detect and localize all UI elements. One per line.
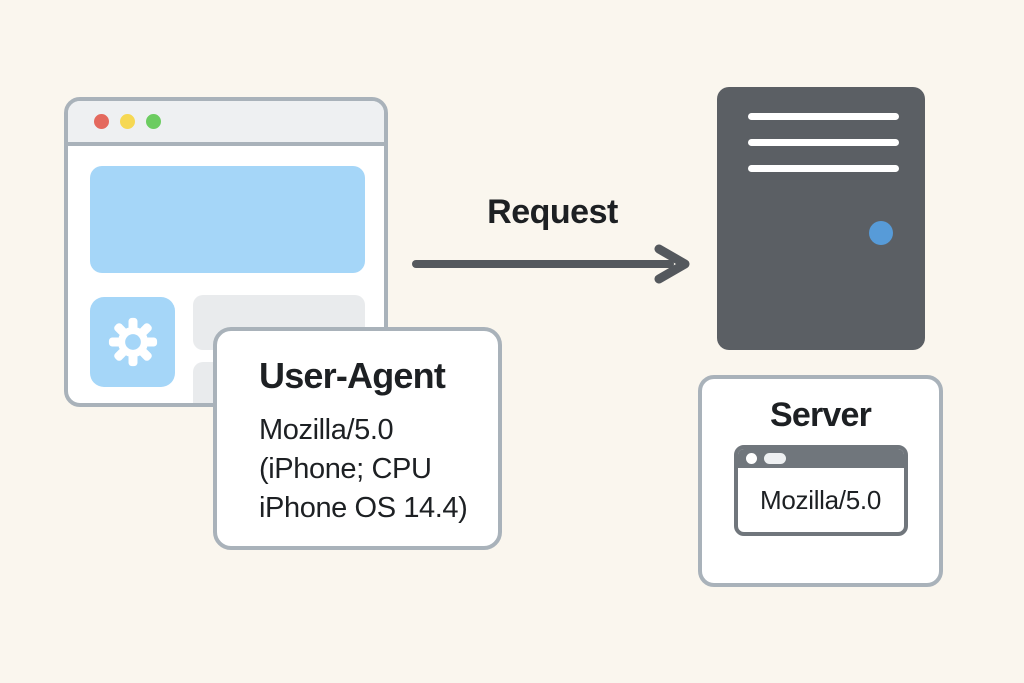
- request-flow: Request: [410, 190, 695, 286]
- traffic-light-green-icon: [146, 114, 161, 129]
- traffic-light-red-icon: [94, 114, 109, 129]
- server-tower-icon: [717, 87, 925, 350]
- server-card: Server Mozilla/5.0: [698, 375, 943, 587]
- user-agent-card-title: User-Agent: [259, 355, 446, 396]
- stored-user-agent-window: Mozilla/5.0: [733, 445, 908, 536]
- hero-banner-placeholder: [90, 166, 365, 273]
- mini-window-pill-icon: [763, 453, 786, 464]
- settings-tile: [90, 297, 175, 387]
- stored-user-agent-value: Mozilla/5.0: [760, 484, 881, 515]
- request-label: Request: [487, 193, 618, 231]
- mini-window-titlebar: [737, 449, 904, 468]
- browser-titlebar: [68, 101, 384, 146]
- mini-window-dot-icon: [745, 453, 757, 464]
- traffic-light-yellow-icon: [120, 114, 135, 129]
- gear-icon: [108, 317, 157, 367]
- server-vent-line: [748, 165, 899, 172]
- server-led-icon: [869, 221, 893, 245]
- server-card-title: Server: [769, 396, 872, 434]
- server-vent-line: [748, 139, 899, 146]
- user-agent-value: Mozilla/5.0 (iPhone; CPU iPhone OS 14.4): [259, 414, 468, 524]
- user-agent-card: User-Agent Mozilla/5.0 (iPhone; CPU iPho…: [213, 327, 502, 550]
- arrow-right-icon: [412, 244, 690, 284]
- server-vent-line: [748, 113, 899, 120]
